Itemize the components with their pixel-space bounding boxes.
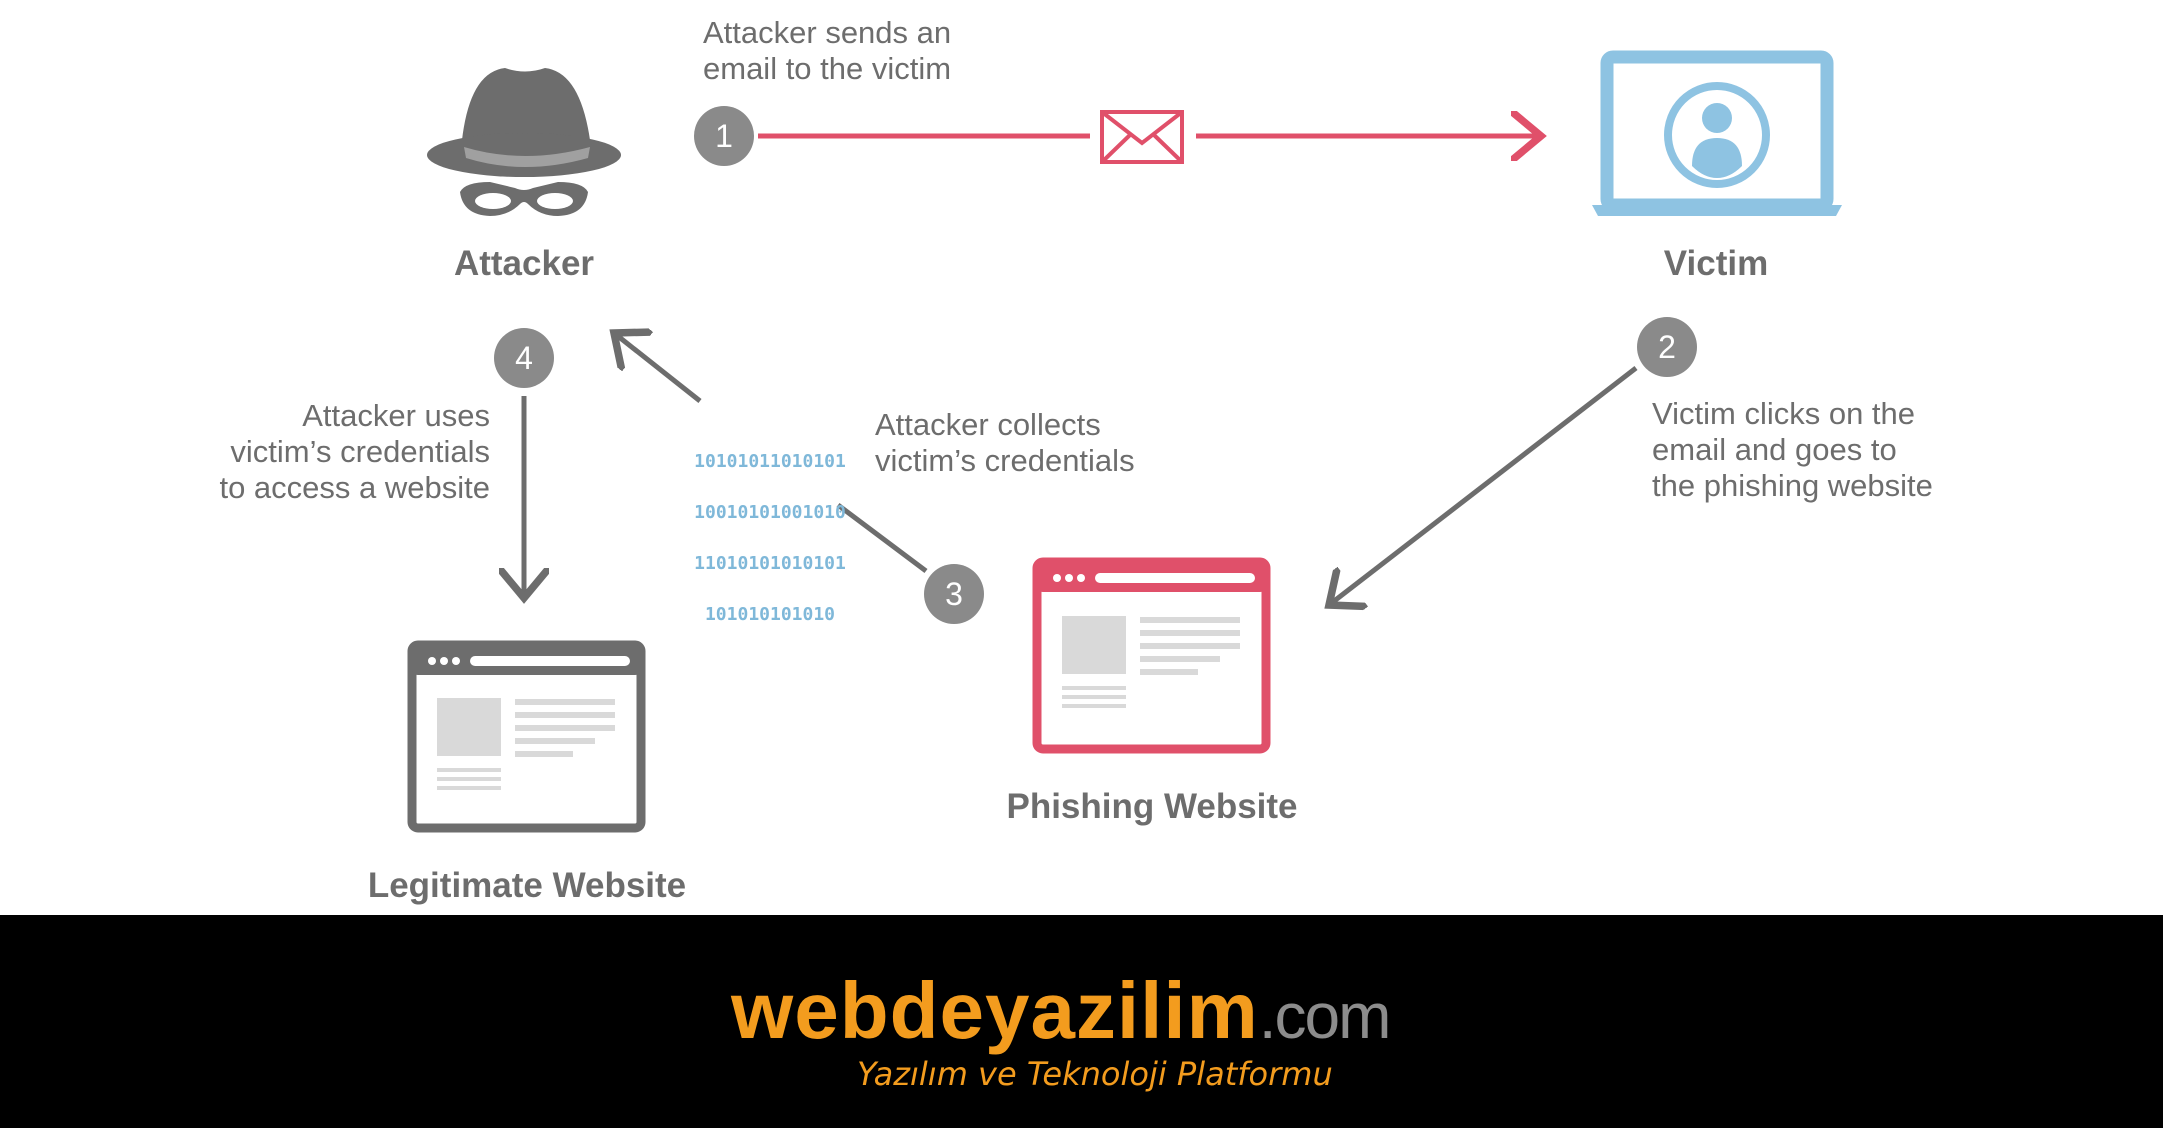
step-2-description: Victim clicks on the email and goes to t… [1652, 396, 1933, 504]
step-1-description: Attacker sends an email to the victim [703, 15, 951, 87]
step-2-line: email and goes to [1652, 432, 1897, 467]
step-4-line: Attacker uses [302, 398, 490, 433]
logo-tagline: Yazılım ve Teknoloji Platformu [857, 1055, 1333, 1093]
step-1-badge [694, 106, 754, 166]
step-4-description: Attacker uses victim’s credentials to ac… [200, 398, 490, 506]
step-3-line: victim’s credentials [875, 443, 1135, 478]
step-3-arrow [614, 333, 702, 403]
step-1-line: email to the victim [703, 51, 952, 86]
attacker-icon [427, 68, 621, 216]
victim-laptop-icon [1592, 50, 1842, 216]
victim-label: Victim [1663, 244, 1769, 283]
footer-banner: webdeyazilim.com Yazılım ve Teknoloji Pl… [0, 915, 2163, 1128]
phishing-website-label: Phishing Website [1006, 787, 1298, 826]
legitimate-website-icon [407, 640, 646, 833]
step-1-line: Attacker sends an [703, 15, 952, 50]
diagram-canvas [407, 50, 1842, 833]
email-envelope-icon [1100, 110, 1184, 164]
binary-line: 101010101010 [704, 604, 836, 625]
phishing-website-icon [1032, 557, 1271, 754]
legitimate-website-label: Legitimate Website [367, 866, 687, 905]
step-2-number: 2 [1658, 329, 1676, 365]
step-4-line: victim’s credentials [230, 434, 490, 469]
step-3-line-a [836, 503, 928, 573]
step-4-number: 4 [515, 340, 533, 376]
step-3-line: Attacker collects [875, 407, 1101, 442]
binary-line: 10010101001010 [694, 502, 846, 523]
step-2-line: Victim clicks on the [1652, 396, 1916, 431]
step-4-line: to access a website [219, 470, 490, 505]
logo-suffix-text: .com [1258, 980, 1392, 1052]
logo-main-text: webdeyazilim [731, 966, 1259, 1055]
binary-line: 10101011010101 [694, 451, 846, 472]
binary-data-graphic: 10101011010101 10010101001010 1101010101… [685, 419, 855, 657]
step-2-arrow [1329, 366, 1638, 605]
step-4-badge [494, 328, 554, 388]
attacker-label: Attacker [453, 244, 595, 283]
step-2-badge [1637, 317, 1697, 377]
binary-line: 11010101010101 [694, 553, 846, 574]
step-3-badge [924, 564, 984, 624]
step-2-line: the phishing website [1652, 468, 1933, 503]
phishing-flow-diagram: 1 2 3 4 Attacker Victim Phishing Website… [200, 15, 1933, 905]
step-3-number: 3 [945, 576, 963, 612]
site-logo[interactable]: webdeyazilim.com [731, 965, 1392, 1055]
step-1-number: 1 [715, 118, 733, 154]
step-3-description: Attacker collects victim’s credentials [875, 407, 1135, 479]
